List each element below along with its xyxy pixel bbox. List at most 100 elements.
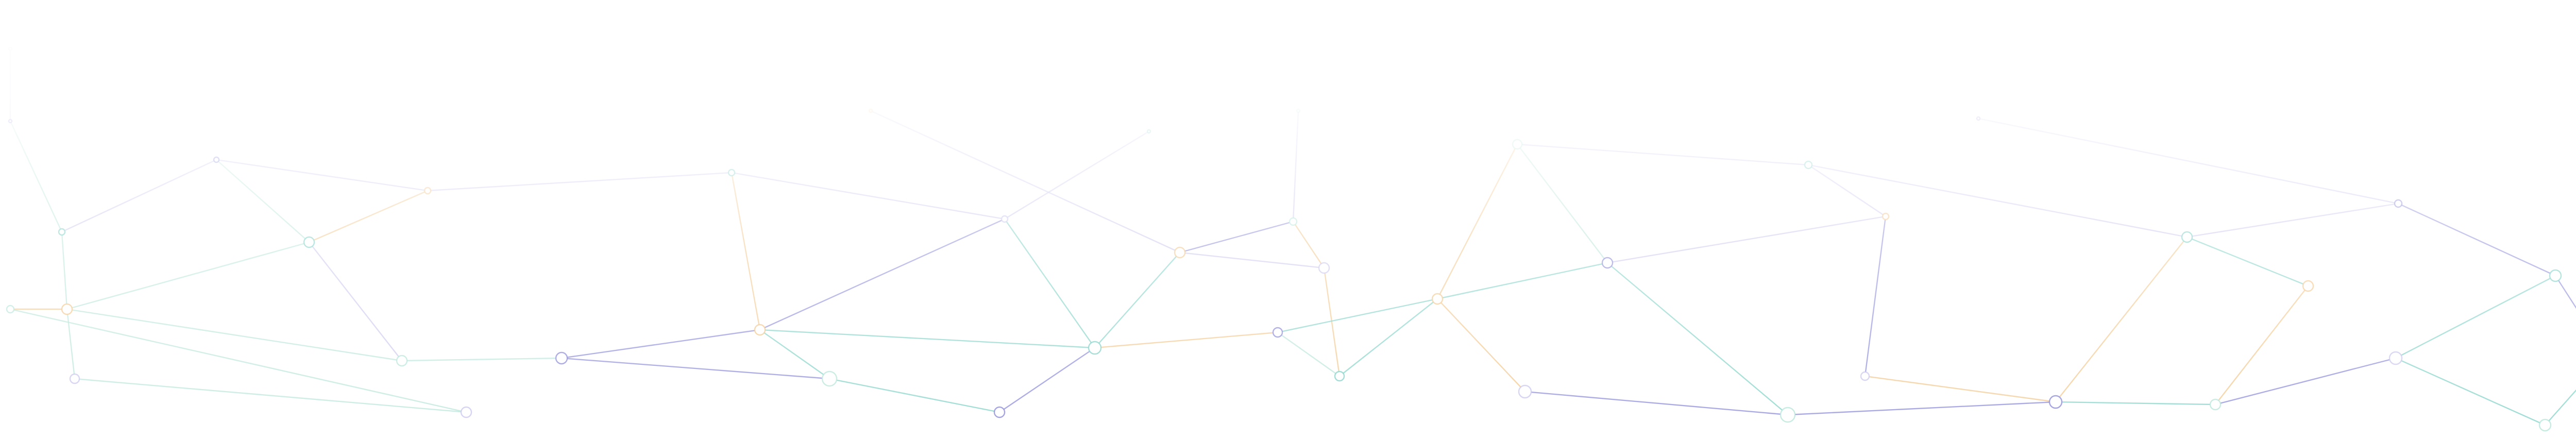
mesh-node <box>1518 384 1532 399</box>
mesh-edge <box>9 121 63 232</box>
mesh-node <box>2302 280 2314 292</box>
mesh-edge <box>759 329 830 379</box>
mesh-edge <box>1524 391 1788 416</box>
mesh-edge <box>1277 298 1438 333</box>
mesh-edge <box>2398 203 2556 277</box>
mesh-node <box>727 169 736 177</box>
mesh-node <box>2181 231 2193 243</box>
mesh-node <box>2394 199 2403 208</box>
mesh-edge <box>2545 389 2576 426</box>
mesh-edge <box>1339 298 1438 377</box>
mesh-node <box>1882 212 1890 221</box>
mesh-edge <box>1517 144 1608 263</box>
mesh-edge <box>1004 218 1095 348</box>
mesh-edge <box>1864 216 1887 377</box>
mesh-edge <box>870 110 1180 254</box>
mesh-node <box>821 370 838 387</box>
mesh-node <box>1804 160 1813 170</box>
mesh-node <box>1088 341 1102 355</box>
mesh-node <box>423 187 432 195</box>
mesh-edge <box>1293 221 1325 268</box>
mesh-edge <box>1179 221 1294 254</box>
mesh-node <box>2388 351 2403 365</box>
mesh-edge <box>1436 144 1518 299</box>
mesh-edge <box>1607 262 1788 415</box>
mesh-node <box>2538 418 2552 432</box>
mesh-node <box>1334 370 1345 382</box>
mesh-edge <box>1437 298 1526 392</box>
mesh-edge <box>309 190 428 243</box>
mesh-edge <box>1094 252 1180 348</box>
mesh-node <box>1318 262 1330 274</box>
mesh-node <box>1512 139 1523 150</box>
mesh-node <box>1431 293 1444 305</box>
mesh-node <box>1860 371 1870 381</box>
mesh-edge <box>74 378 467 413</box>
mesh-edge <box>1607 215 1886 264</box>
mesh-edge <box>1277 332 1340 377</box>
mesh-edge <box>999 347 1095 413</box>
mesh-edge <box>427 172 732 192</box>
mesh-edge <box>561 329 760 359</box>
mesh-node <box>1780 407 1796 423</box>
mesh-edge <box>66 309 76 379</box>
mesh-node <box>8 119 13 124</box>
mesh-edge <box>2055 237 2188 402</box>
mesh-edge <box>1517 143 1809 166</box>
mesh-node <box>2048 395 2063 409</box>
mesh-node <box>1146 129 1151 134</box>
mesh-edge <box>66 241 310 310</box>
mesh-node <box>1174 246 1186 259</box>
mesh-edge <box>1292 110 1299 222</box>
mesh-edge <box>561 357 830 380</box>
mesh-edge <box>2395 275 2556 359</box>
mesh-edge <box>216 159 428 192</box>
mesh-node <box>213 156 220 163</box>
mesh-node <box>2549 269 2562 282</box>
mesh-edge <box>1437 262 1608 300</box>
mesh-edge <box>731 172 761 330</box>
mesh-edge <box>829 378 1000 413</box>
mesh-edge <box>2187 203 2399 238</box>
mesh-edge <box>61 231 68 310</box>
mesh-edge <box>1094 331 1278 349</box>
mesh-edge <box>731 172 1005 220</box>
mesh-node <box>61 303 73 315</box>
mesh-edge <box>2554 275 2576 309</box>
mesh-edge <box>401 357 562 362</box>
mesh-node <box>8 46 13 52</box>
mesh-node <box>69 373 80 384</box>
mesh-node <box>1296 108 1301 113</box>
mesh-node <box>1001 215 1009 223</box>
mesh-node <box>460 406 472 418</box>
mesh-edge <box>1978 117 2399 205</box>
mesh-edge <box>1179 251 1325 269</box>
mesh-node <box>58 228 66 236</box>
mesh-edge <box>309 242 402 361</box>
mesh-node <box>1289 217 1298 226</box>
mesh-node <box>1272 327 1283 338</box>
mesh-node <box>1976 116 1981 121</box>
mesh-node <box>555 351 568 365</box>
mesh-edge <box>2055 401 2216 406</box>
mesh-node <box>754 324 766 336</box>
mesh-edge <box>2215 285 2309 405</box>
mesh-node <box>2209 398 2222 411</box>
mesh-edge <box>759 218 1005 331</box>
mesh-edge <box>1865 375 2056 403</box>
mesh-node <box>6 305 15 314</box>
mesh-node <box>993 406 1006 418</box>
mesh-edge <box>61 159 217 233</box>
mesh-node <box>396 355 408 367</box>
mesh-edge <box>2215 357 2396 406</box>
mesh-node <box>1601 257 1614 269</box>
mesh-node <box>303 236 315 248</box>
mesh-node <box>868 108 873 113</box>
mesh-edge <box>2395 357 2546 426</box>
mesh-edge <box>1787 401 2056 416</box>
mesh-edge <box>66 308 402 362</box>
mesh-edge <box>2187 236 2309 287</box>
mesh-edge <box>216 159 310 243</box>
